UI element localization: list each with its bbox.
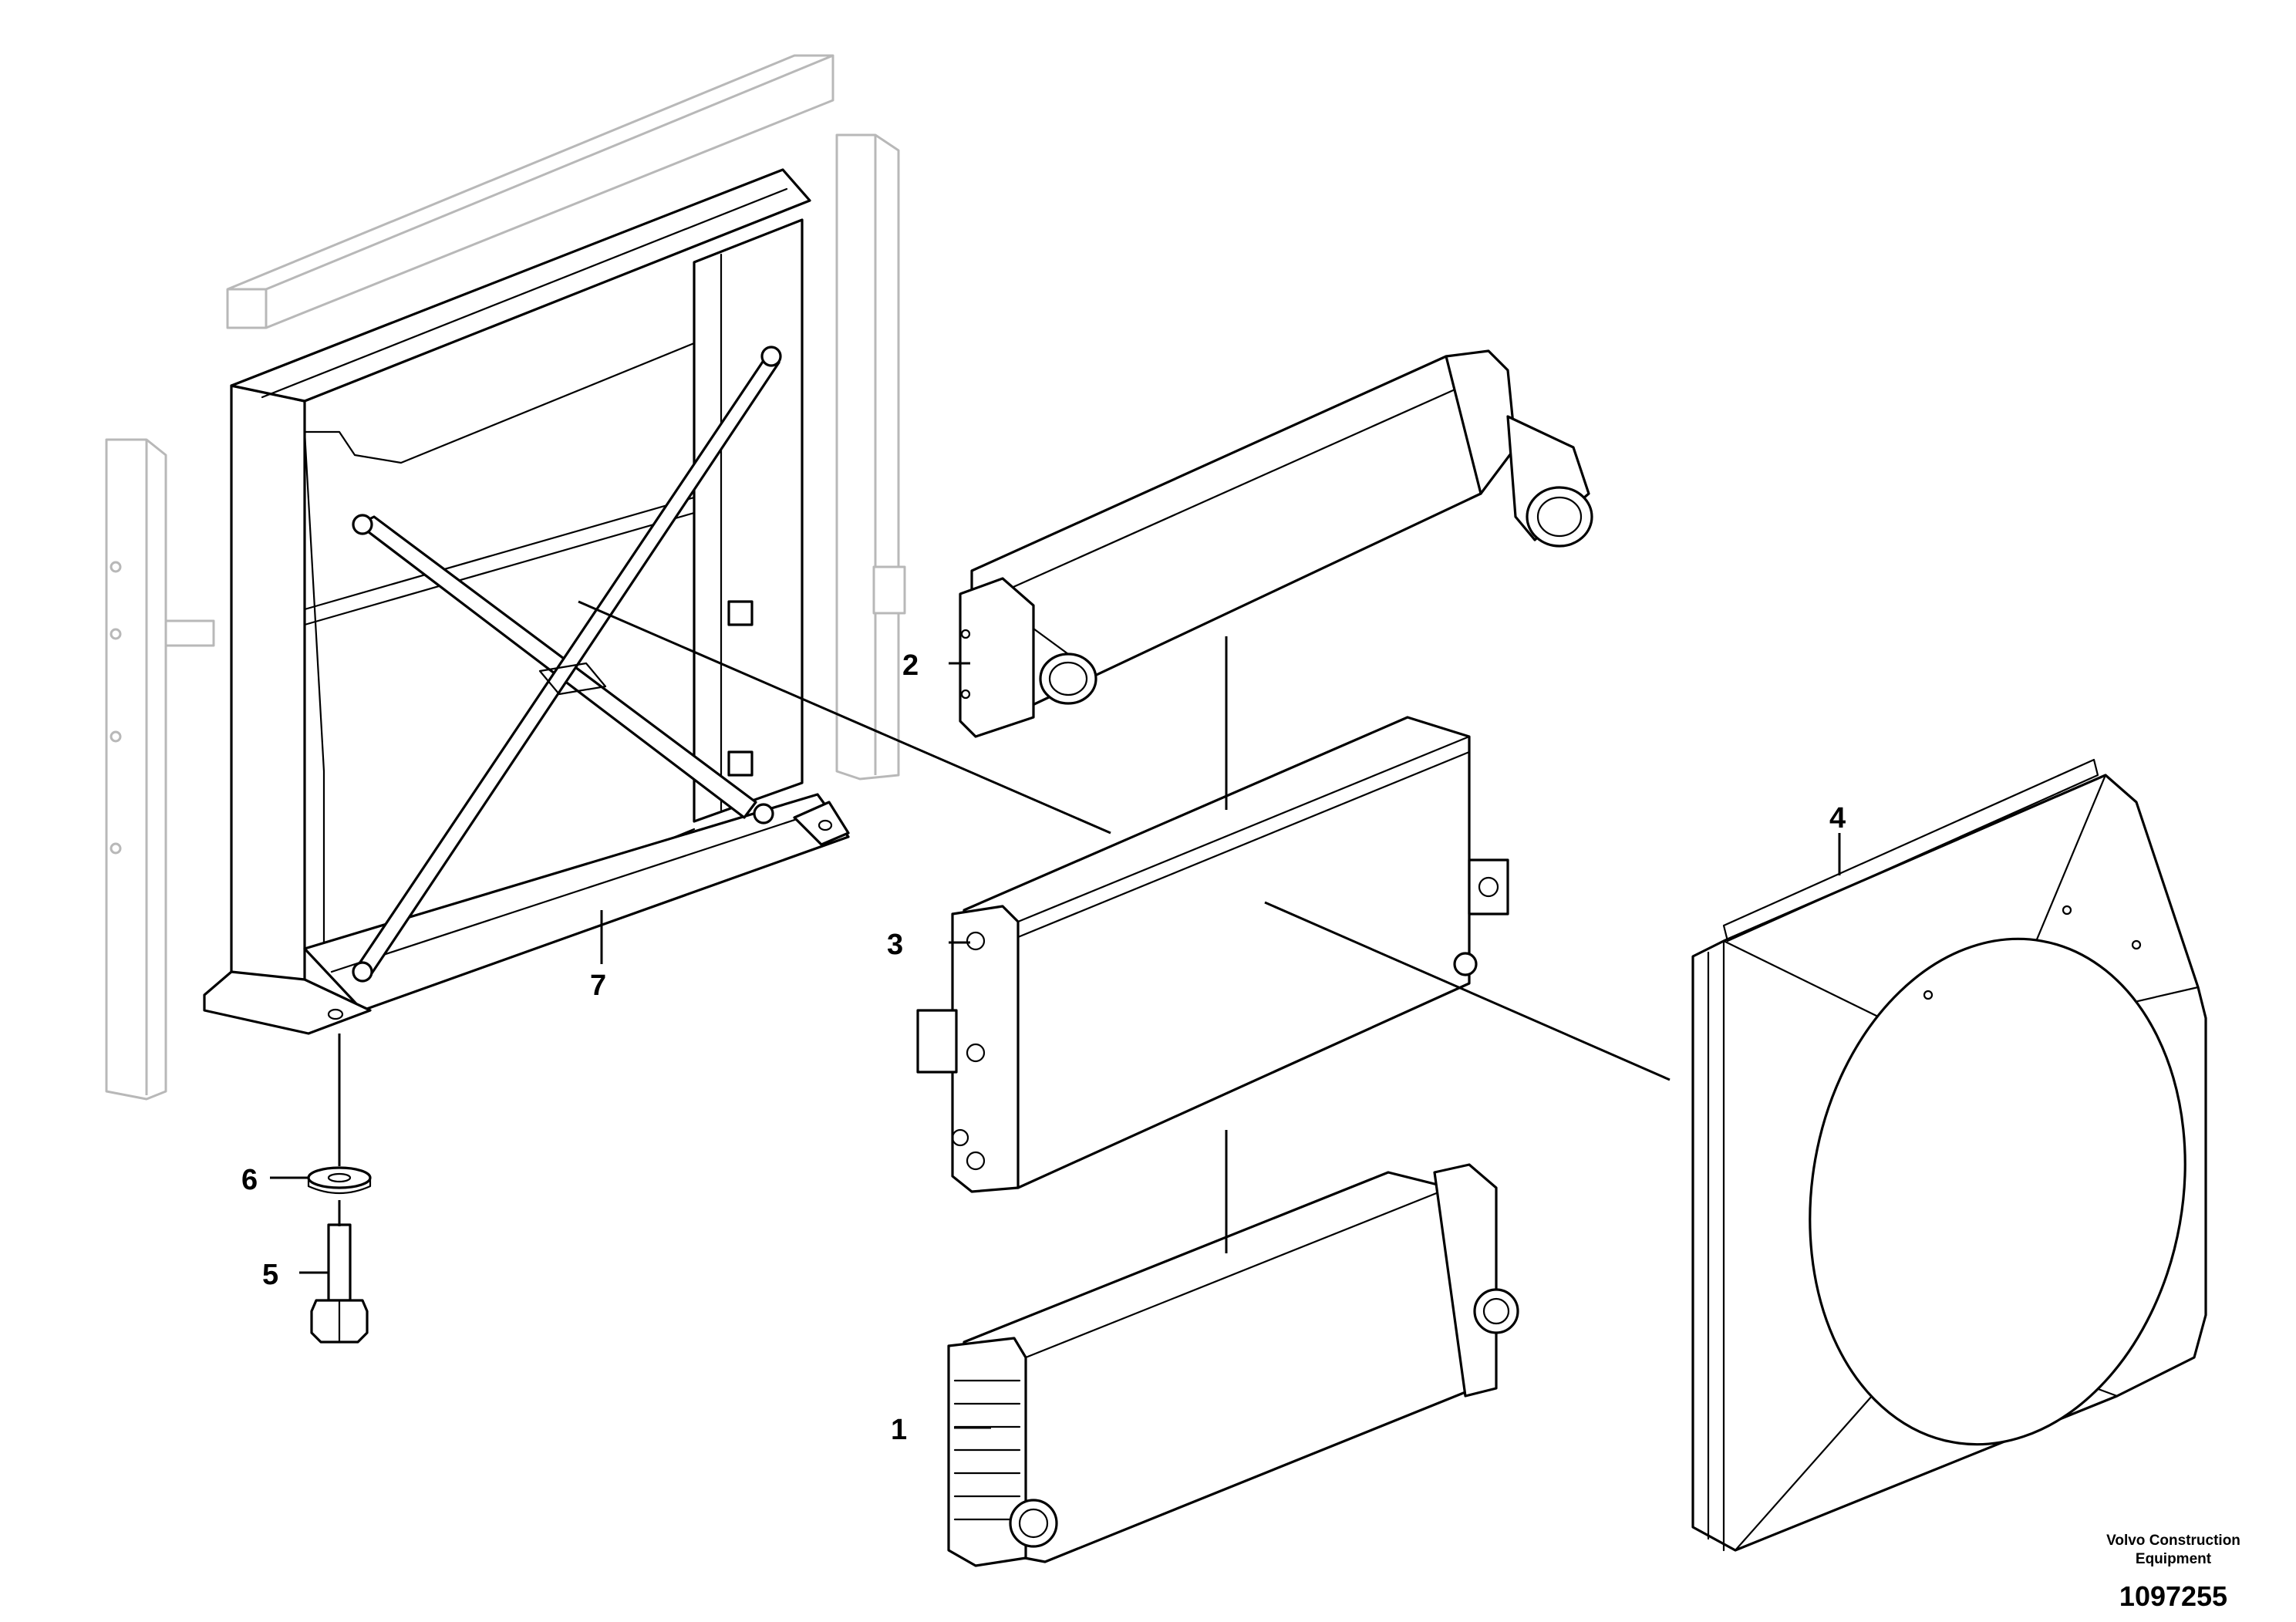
brand-line-1: Volvo Construction [2106,1533,2240,1549]
radiator-frame-part-7 [203,168,850,1035]
intercooler-part-1 [947,1163,1519,1567]
callout-2: 2 [902,649,919,682]
leader-lines [270,600,1841,1429]
footer: Volvo Construction Equipment 1097255 [2106,1533,2240,1612]
callout-3: 3 [887,929,903,961]
ghost-structure [105,54,906,1101]
brand-line-2: Equipment [2136,1551,2212,1567]
drawing-number: 1097255 [2119,1580,2227,1612]
bolt-part-5 [310,1223,369,1344]
callouts: 1 2 3 4 5 6 7 [241,649,1846,1446]
callout-1: 1 [891,1414,907,1446]
cooler-part-2 [959,349,1593,738]
callout-7: 7 [590,969,606,1002]
callout-6: 6 [241,1164,258,1196]
washer-part-6 [307,1166,372,1195]
leader-frame-to-3 [578,600,1111,835]
fan-shroud-part-4 [1691,758,2207,1552]
callout-5: 5 [262,1259,278,1291]
radiator-part-3 [916,716,1509,1193]
callout-4: 4 [1829,802,1846,835]
leader-3-to-4 [1264,901,1671,1081]
